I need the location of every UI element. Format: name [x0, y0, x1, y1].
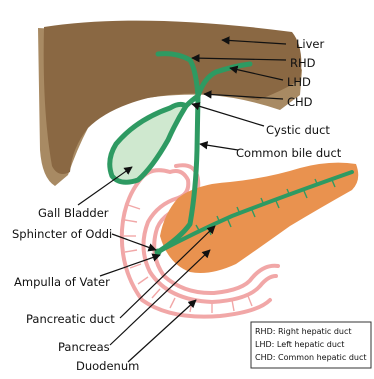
label-gall-bladder: Gall Bladder: [38, 206, 109, 220]
label-duodenum: Duodenum: [76, 359, 139, 373]
legend-rhd: RHD: Right hepatic duct: [255, 327, 352, 336]
label-pancreas: Pancreas: [58, 340, 110, 354]
label-cystic-duct: Cystic duct: [266, 123, 330, 137]
label-rhd: RHD: [290, 56, 316, 70]
label-chd: CHD: [287, 95, 313, 109]
label-lhd: LHD: [287, 75, 311, 89]
label-common-bile-duct: Common bile duct: [236, 146, 342, 160]
legend-lhd: LHD: Left hepatic duct: [255, 340, 344, 349]
label-sphincter-of-oddi: Sphincter of Oddi: [12, 227, 112, 241]
label-ampulla-of-vater: Ampulla of Vater: [14, 275, 110, 289]
label-pancreatic-duct: Pancreatic duct: [26, 312, 115, 326]
legend: RHD: Right hepatic duct LHD: Left hepati…: [251, 322, 371, 368]
legend-chd: CHD: Common hepatic duct: [255, 353, 367, 362]
label-liver: Liver: [296, 37, 324, 51]
